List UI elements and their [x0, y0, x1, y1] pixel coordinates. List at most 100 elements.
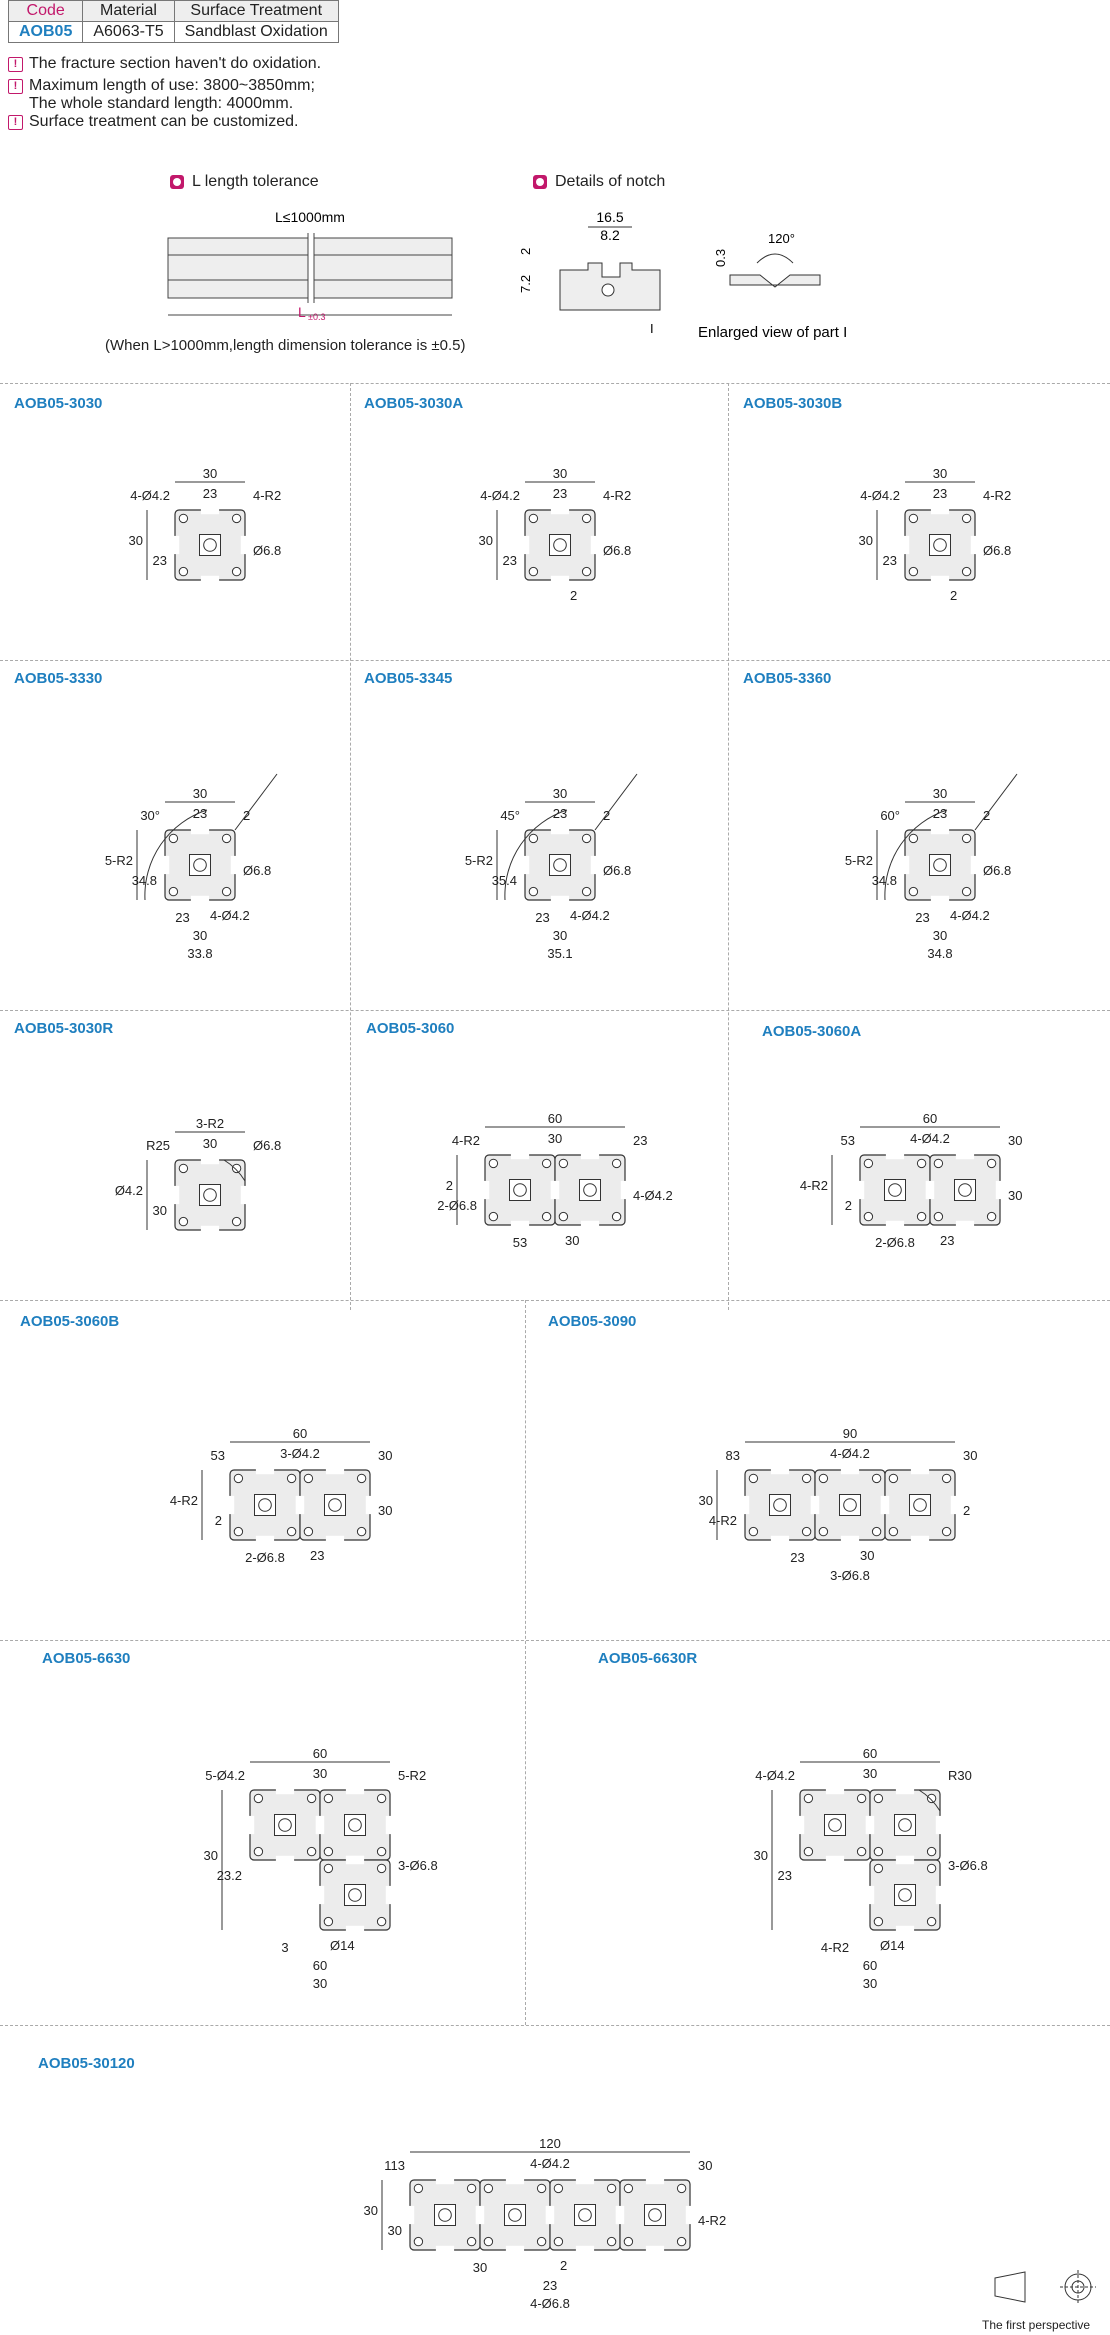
note-3: !Surface treatment can be customized. [8, 113, 508, 131]
center-hole [888, 1183, 902, 1197]
profile-code: AOB05-3030R [14, 1020, 114, 1037]
t-slot [550, 1180, 560, 1200]
dimension-label: 35.1 [547, 946, 572, 961]
dimension-label: R25 [146, 1138, 170, 1153]
corner-hole [323, 1863, 334, 1874]
corner-hole [926, 1846, 937, 1857]
corner-hole [376, 1863, 387, 1874]
corner-hole [961, 513, 972, 524]
t-slot [225, 1495, 235, 1515]
exclamation-icon: ! [8, 115, 23, 130]
dimension-label: 53 [513, 1235, 527, 1250]
corner-hole [286, 1473, 297, 1484]
center-hole [913, 1498, 927, 1512]
dimension-label: 45° [500, 808, 520, 823]
corner-hole [908, 566, 919, 577]
dimension-label: 4-Ø4.2 [210, 908, 250, 923]
notch-title: Details of notch [533, 173, 665, 191]
corner-hole [323, 1916, 334, 1927]
t-slot [255, 1535, 275, 1545]
dimension-label: 33.8 [187, 946, 212, 961]
t-slot [545, 2205, 555, 2225]
t-slot [325, 1535, 345, 1545]
t-slot [885, 1150, 905, 1160]
profile-section [170, 505, 250, 585]
exclamation-icon: ! [8, 57, 23, 72]
corner-hole [221, 886, 232, 897]
profile-section [795, 1785, 945, 1935]
corner-hole [168, 833, 179, 844]
center-hole [898, 1888, 912, 1902]
t-slot [275, 1785, 295, 1795]
dimension-label: 34.8 [927, 946, 952, 961]
cell-material: A6063-T5 [82, 21, 175, 43]
cell-surface: Sandblast Oxidation [173, 21, 339, 43]
dimension-label: 30 [193, 928, 207, 943]
corner-hole [356, 1473, 367, 1484]
t-slot [900, 535, 910, 555]
corner-hole [303, 1526, 314, 1537]
dimension-label: 23 [175, 910, 189, 925]
dimension-label: 30 [479, 533, 493, 548]
t-slot [160, 855, 170, 875]
t-slot [825, 1785, 845, 1795]
dimension-label: 4-Ø4.2 [860, 488, 900, 503]
t-slot [935, 1885, 945, 1905]
dimension-label: 30 [933, 786, 947, 801]
dimension-label: 23.2 [217, 1868, 242, 1883]
dimension-label: 4-R2 [253, 488, 281, 503]
t-slot [970, 855, 980, 875]
dimension-label: 23 [915, 910, 929, 925]
circle-bullet-icon [170, 174, 184, 189]
t-slot [885, 1220, 905, 1230]
corner-hole [961, 886, 972, 897]
dimension-label: 30 [364, 2203, 378, 2218]
dimension-label: 5-R2 [845, 853, 873, 868]
profile-section [520, 825, 600, 905]
tolerance-title: L length tolerance [170, 173, 319, 191]
dimension-label: 4-R2 [709, 1513, 737, 1528]
t-slot [910, 1535, 930, 1545]
corner-hole [168, 886, 179, 897]
corner-hole [916, 1211, 927, 1222]
corner-hole [541, 1158, 552, 1169]
dimension-label: 30 [933, 928, 947, 943]
corner-hole [541, 1211, 552, 1222]
dimension-label: 60 [548, 1111, 562, 1126]
corner-hole [873, 1846, 884, 1857]
t-slot [580, 1150, 600, 1160]
dimension-label: 30 [203, 466, 217, 481]
corner-hole [908, 886, 919, 897]
t-slot [840, 1535, 860, 1545]
corner-hole [483, 2236, 494, 2247]
dimension-label: 4-R2 [170, 1493, 198, 1508]
dimension-label: 23 [193, 806, 207, 821]
notes: !The fracture section haven't do oxidati… [8, 55, 508, 131]
profile-code: AOB05-3090 [548, 1313, 637, 1330]
corner-hole [871, 1526, 882, 1537]
corner-hole [253, 1846, 264, 1857]
note-2: !Maximum length of use: 3800~3850mm;The … [8, 77, 508, 113]
corner-hole [558, 1158, 569, 1169]
projection-symbol [994, 2270, 1096, 2304]
corner-hole [231, 513, 242, 524]
dimension-label: 4-Ø4.2 [570, 908, 610, 923]
dimension-label: 30 [1008, 1188, 1022, 1203]
dimension-label: Ø6.8 [603, 863, 631, 878]
corner-hole [558, 1211, 569, 1222]
divider [0, 383, 1110, 384]
center-hole [508, 2208, 522, 2222]
dimension-label: 30 [388, 2223, 402, 2238]
dimension-label: 30 [378, 1448, 392, 1463]
corner-hole [908, 833, 919, 844]
profile-code: AOB05-3030 [14, 395, 103, 412]
t-slot [645, 2245, 665, 2255]
circle-bullet-icon [533, 174, 547, 189]
t-slot [935, 1815, 945, 1835]
t-slot [930, 825, 950, 835]
corner-hole [873, 1916, 884, 1927]
dimension-label: 2-Ø6.8 [437, 1198, 477, 1213]
t-slot [865, 1885, 875, 1905]
